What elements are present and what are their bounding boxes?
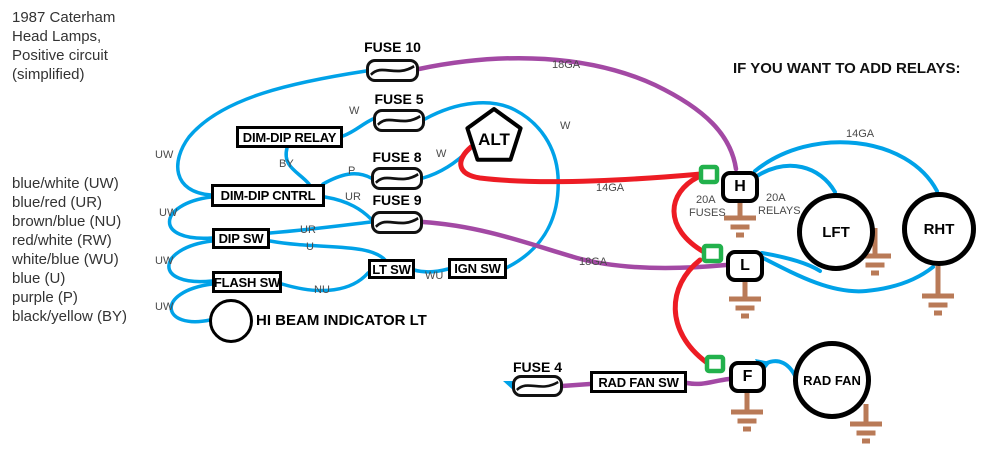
title-line: (simplified): [12, 66, 85, 83]
rad-fan: RAD FAN: [793, 341, 871, 419]
wire-label-uw: UW: [155, 301, 174, 313]
wire-label-nu: NU: [314, 284, 330, 296]
wire-purple-radfansw-f: [684, 376, 732, 387]
wire-label-uw: UW: [155, 255, 174, 267]
wire-u-dipsw-ltsw: [268, 239, 388, 263]
wire-ur-dipsw-fuse9: [268, 220, 373, 235]
wire-p-cntrl-fuse8: [321, 172, 373, 186]
wire-label-wu: WU: [425, 270, 444, 282]
wire-label-14ga: 14GA: [596, 182, 625, 194]
fuse-symbol-fuse-9: [371, 211, 423, 234]
wire-red-alt-h-14ga: [458, 144, 704, 185]
wire-nu-flashsw-ltsw: [280, 271, 370, 293]
legend-line: white/blue (WU): [12, 251, 119, 268]
wire-ur-cntrl-fuse9: [323, 195, 373, 221]
wire-uw-cntrl-dipsw: [167, 195, 214, 240]
box-lt-sw: LT SW: [368, 259, 415, 279]
connector-l: [701, 243, 724, 264]
wire-label-14ga: 14GA: [846, 128, 875, 140]
fuse-label-fuse-8: FUSE 8: [372, 149, 422, 165]
wire-purple-fuse10-h-18ga: [416, 55, 739, 172]
wire-label-w: W: [349, 105, 360, 117]
wire-label-relays: RELAYS: [758, 205, 801, 217]
wire-label-18ga: 18GA: [579, 256, 608, 268]
legend-line: brown/blue (NU): [12, 213, 122, 230]
relay-f: F: [729, 361, 766, 393]
relay-note-heading: IF YOU WANT TO ADD RELAYS:: [733, 60, 961, 77]
wire-label-w: W: [436, 148, 447, 160]
wire-w-dimdiprelay-fuse5: [341, 117, 375, 138]
title-line: Head Lamps,: [12, 28, 102, 45]
wire-blue-h-lft-14ga: [755, 163, 837, 194]
hi-beam-indicator-label: HI BEAM INDICATOR LT: [256, 312, 427, 329]
wire-label-20a: 20A: [696, 194, 716, 206]
relay-l: L: [726, 250, 764, 282]
wire-red-h-l: [671, 174, 707, 255]
fuse-label-fuse-4: FUSE 4: [512, 359, 563, 375]
legend-line: black/yellow (BY): [12, 308, 128, 325]
wire-label-ur: UR: [300, 224, 316, 236]
wire-label-uw: UW: [159, 207, 178, 219]
relay-h: H: [721, 171, 759, 203]
legend-line: blue/white (UW): [12, 175, 119, 192]
blue-stub-fuse4: [503, 381, 513, 390]
box-flash-sw: FLASH SW: [212, 271, 282, 293]
fuse-symbol-fuse-5: [373, 109, 425, 132]
legend-line: red/white (RW): [12, 232, 112, 249]
box-dim-dip-cntrl: DIM-DIP CNTRL: [211, 184, 325, 207]
fuse-symbol-fuse-4: [512, 375, 563, 397]
fuse-label-fuse-9: FUSE 9: [372, 192, 422, 208]
fuse-label-fuse-10: FUSE 10: [364, 39, 421, 55]
hi-beam-indicator: [209, 299, 253, 343]
wire-label-18ga: 18GA: [552, 59, 581, 71]
wire-by-dimdiprelay-cntrl: [284, 146, 311, 186]
box-rad-fan-sw: RAD FAN SW: [590, 371, 687, 393]
lamp-lft: LFT: [797, 193, 875, 271]
wire-uw-dipsw-flashsw: [167, 239, 214, 284]
wire-uw-flashsw-hibeam: [169, 282, 214, 324]
fuse-wave-icon: [516, 380, 559, 392]
wire-uw-feed-fuse10: [176, 69, 368, 197]
wire-label-by: BY: [279, 158, 294, 170]
title-line: Positive circuit: [12, 47, 108, 64]
wire-purple-fuse9-l-18ga: [420, 219, 729, 271]
alternator-symbol: [465, 107, 523, 162]
wire-label-p: P: [348, 165, 356, 177]
title-line: 1987 Caterham: [12, 9, 116, 26]
wire-purple-fuse4-radfansw: [559, 381, 593, 389]
wire-label-fuses: FUSES: [689, 207, 726, 219]
box-dip-sw: DIP SW: [212, 228, 270, 249]
wire-label-uw: UW: [155, 149, 174, 161]
wire-color-legend: blue/white (UW) blue/red (UR) brown/blue (…: [12, 174, 127, 326]
wire-label-w: W: [560, 120, 571, 132]
wire-label-ur: UR: [345, 191, 361, 203]
legend-line: blue (U): [12, 270, 66, 287]
legend-line: blue/red (UR): [12, 194, 103, 211]
fuse-symbol-fuse-10: [366, 59, 419, 82]
box-ign-sw: IGN SW: [448, 258, 507, 279]
fuse-wave-icon: [377, 115, 421, 126]
wire-blue-l-rht: [761, 256, 935, 294]
wire-label-20a: 20A: [766, 192, 786, 204]
lamp-rht: RHT: [902, 192, 976, 266]
wire-wu-ltsw-ignsw: [412, 267, 450, 274]
wire-w-fuse5-ignsw: [423, 101, 560, 270]
wire-blue-h-rht-14ga: [753, 140, 939, 193]
box-dim-dip-relay: DIM-DIP RELAY: [236, 126, 343, 148]
wire-red-l-f: [672, 257, 709, 365]
alternator-label: ALT: [478, 130, 510, 149]
legend-line: purple (P): [12, 289, 78, 306]
wire-label-u: U: [306, 241, 314, 253]
fuse-wave-icon: [375, 173, 419, 184]
fuse-wave-icon: [375, 217, 419, 228]
wire-blue-l-lft: [760, 251, 822, 273]
fuse-label-fuse-5: FUSE 5: [374, 91, 424, 107]
connector-h: [698, 164, 720, 185]
fuse-symbol-fuse-8: [371, 167, 423, 190]
connector-f: [704, 354, 726, 374]
fuse-wave-icon: [370, 65, 415, 76]
